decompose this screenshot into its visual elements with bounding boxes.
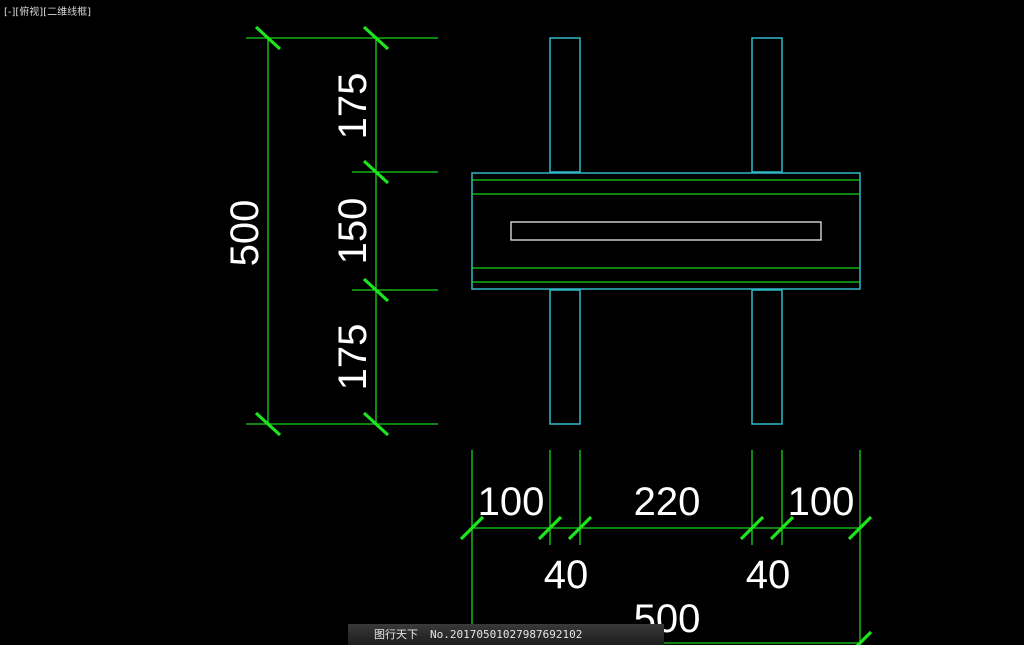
main-beam [471,172,861,290]
watermark-site: 图行天下 [374,628,418,641]
dimension-total-height: 500 [223,25,438,437]
posts [549,37,783,425]
dimension-horizontal-chain: 100 220 100 40 40 [459,480,873,597]
viewport-label[interactable]: [-][俯视][二维线框] [4,7,92,18]
dim-total-height-text: 500 [223,200,267,267]
post-bottom-right [751,289,783,425]
dim-middle-segment-text: 150 [331,198,375,265]
dim-bottom-segment-text: 175 [331,324,375,391]
dim-right-post-width-text: 40 [746,553,791,597]
watermark-bar: 图行天下 No.20170501027987692102 [348,624,664,645]
post-top-left [549,37,581,173]
post-bottom-left [549,289,581,425]
inner-slot [510,221,822,241]
dim-left-offset-text: 100 [478,480,545,524]
dim-right-offset-text: 100 [788,480,855,524]
dim-center-span-text: 220 [634,480,701,524]
dimension-segments: 175 150 175 [331,25,438,437]
dim-left-post-width-text: 40 [544,553,589,597]
watermark-id: No.20170501027987692102 [430,628,583,641]
dim-top-segment-text: 175 [331,73,375,140]
post-top-right [751,37,783,173]
